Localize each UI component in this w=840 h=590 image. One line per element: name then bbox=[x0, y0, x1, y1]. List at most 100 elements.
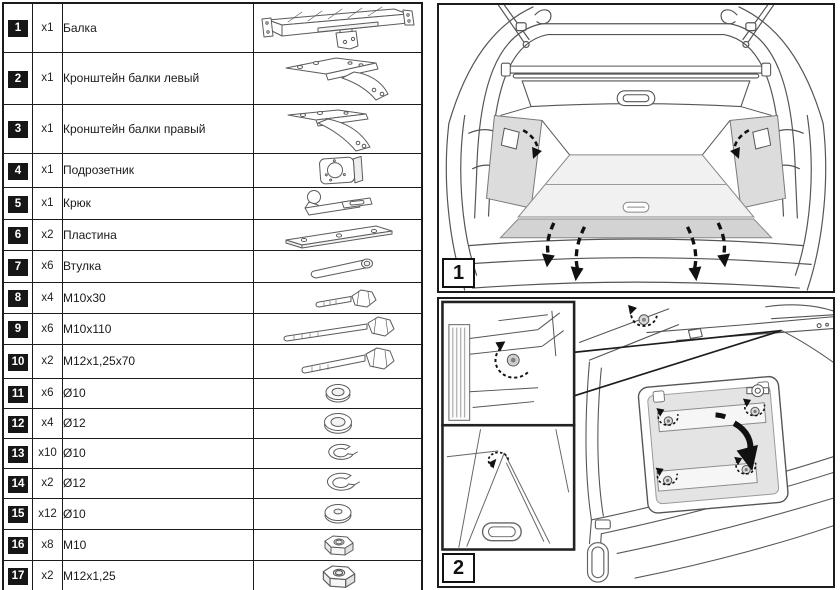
screw-rotation bbox=[628, 304, 658, 327]
part-number-badge: 8 bbox=[8, 290, 28, 307]
part-number-badge: 11 bbox=[8, 385, 28, 403]
part-number-cell: 5 bbox=[2, 186, 33, 220]
part-illustration-bolt-short bbox=[253, 281, 423, 314]
part-number-cell: 2 bbox=[2, 51, 33, 105]
part-number-cell: 7 bbox=[2, 249, 33, 283]
part-number-cell: 4 bbox=[2, 152, 33, 188]
part-number-badge: 5 bbox=[8, 195, 28, 213]
part-illustration-bolt-medium bbox=[253, 343, 423, 379]
part-number-badge: 6 bbox=[8, 227, 28, 244]
part-qty: x8 bbox=[32, 528, 63, 561]
part-number-cell: 1 bbox=[2, 2, 33, 53]
inset-trim-corner bbox=[441, 423, 576, 551]
part-name: Подрозетник bbox=[62, 152, 254, 188]
parcel-shelf-bar bbox=[500, 62, 772, 108]
part-number-badge: 2 bbox=[8, 70, 28, 88]
part-name: Ø10 bbox=[62, 497, 254, 530]
jack-cover bbox=[586, 519, 611, 583]
part-number-badge: 15 bbox=[8, 506, 28, 523]
part-name: M12x1,25x70 bbox=[62, 343, 254, 379]
part-qty: x2 bbox=[32, 343, 63, 379]
part-illustration-washer-ring-large bbox=[253, 407, 423, 439]
part-illustration-spring-washer-large bbox=[253, 467, 423, 499]
part-number-badge: 3 bbox=[8, 121, 28, 138]
step-1-panel: 1 bbox=[437, 3, 835, 293]
part-qty: x2 bbox=[32, 467, 63, 499]
part-qty: x1 bbox=[32, 186, 63, 220]
part-number-cell: 15 bbox=[2, 497, 33, 530]
part-number-cell: 8 bbox=[2, 281, 33, 314]
part-number-cell: 3 bbox=[2, 103, 33, 154]
part-illustration-bolt-long bbox=[253, 312, 423, 345]
part-name: Ø12 bbox=[62, 407, 254, 439]
step-2-panel: 2 bbox=[437, 297, 835, 588]
part-qty: x2 bbox=[32, 559, 63, 590]
part-name: M12x1,25 bbox=[62, 559, 254, 590]
part-number-cell: 17 bbox=[2, 559, 33, 590]
part-name: Кронштейн балки правый bbox=[62, 103, 254, 154]
part-name: Ø10 bbox=[62, 377, 254, 409]
part-number-cell: 14 bbox=[2, 467, 33, 499]
inset-vent-screw bbox=[441, 300, 576, 427]
part-qty: x1 bbox=[32, 51, 63, 105]
part-number-badge: 1 bbox=[8, 20, 28, 38]
part-illustration-nut bbox=[253, 528, 423, 561]
part-qty: x2 bbox=[32, 218, 63, 251]
part-name: M10x30 bbox=[62, 281, 254, 314]
part-qty: x4 bbox=[32, 407, 63, 439]
part-illustration-hook bbox=[253, 186, 423, 220]
step-2-label: 2 bbox=[442, 553, 475, 583]
part-illustration-bushing bbox=[253, 249, 423, 283]
part-number-badge: 9 bbox=[8, 321, 28, 338]
part-name: Балка bbox=[62, 2, 254, 53]
part-number-cell: 13 bbox=[2, 437, 33, 469]
part-illustration-socket-plate bbox=[253, 152, 423, 188]
part-number-cell: 12 bbox=[2, 407, 33, 439]
part-illustration-beam bbox=[253, 2, 423, 53]
part-name: Ø10 bbox=[62, 437, 254, 469]
part-illustration-bracket-left bbox=[253, 51, 423, 105]
part-illustration-washer-flat bbox=[253, 497, 423, 530]
trunk-overview-illustration bbox=[445, 5, 827, 291]
part-qty: x10 bbox=[32, 437, 63, 469]
bumper-arrow bbox=[545, 222, 727, 270]
part-number-badge: 10 bbox=[8, 353, 28, 371]
part-name: Пластина bbox=[62, 218, 254, 251]
part-number-cell: 16 bbox=[2, 528, 33, 561]
step-1-label: 1 bbox=[442, 258, 475, 288]
part-name: Ø12 bbox=[62, 467, 254, 499]
part-number-badge: 4 bbox=[8, 162, 28, 180]
part-number-badge: 16 bbox=[8, 537, 28, 554]
part-illustration-washer-ring bbox=[253, 377, 423, 409]
part-qty: x6 bbox=[32, 312, 63, 345]
part-qty: x1 bbox=[32, 2, 63, 53]
part-name: Крюк bbox=[62, 186, 254, 220]
part-number-badge: 17 bbox=[8, 568, 28, 586]
side-trim-panels bbox=[485, 106, 787, 209]
part-number-cell: 11 bbox=[2, 377, 33, 409]
part-name: M10 bbox=[62, 528, 254, 561]
trim-removal-illustration bbox=[441, 300, 833, 583]
part-illustration-bracket-right bbox=[253, 103, 423, 154]
part-name: M10x110 bbox=[62, 312, 254, 345]
part-number-cell: 6 bbox=[2, 218, 33, 251]
part-qty: x12 bbox=[32, 497, 63, 530]
part-number-badge: 14 bbox=[8, 475, 28, 493]
part-qty: x6 bbox=[32, 377, 63, 409]
part-illustration-nut-large bbox=[253, 559, 423, 590]
